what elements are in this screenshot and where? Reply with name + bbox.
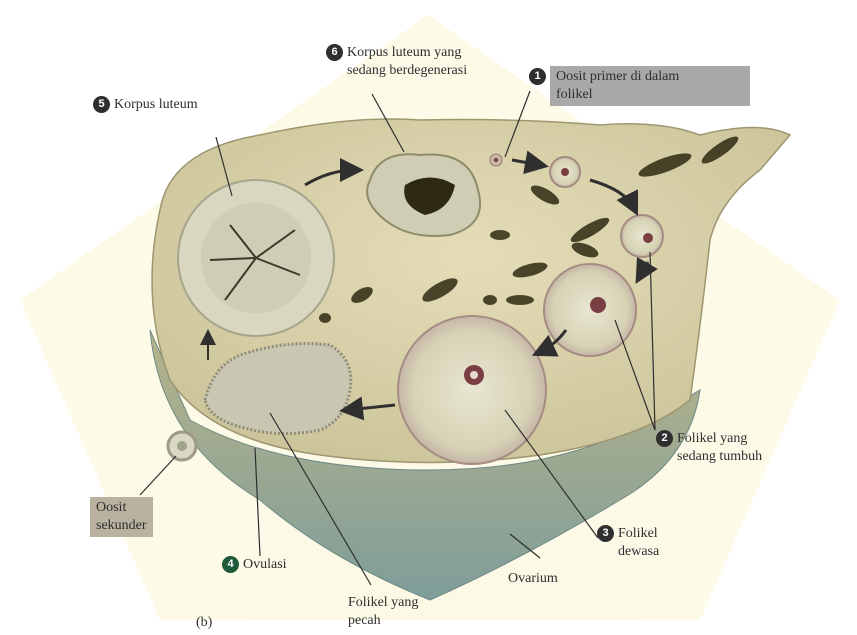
panel-label: (b) bbox=[196, 614, 212, 632]
label-corpus-luteum-text: Korpus luteum bbox=[114, 97, 198, 112]
growing-follicle-large bbox=[544, 264, 636, 356]
label-degenerating-line1: Korpus luteum yang bbox=[347, 45, 461, 60]
label-ruptured-line2: pecah bbox=[348, 612, 418, 630]
badge-5: 5 bbox=[93, 96, 110, 113]
badge-4: 4 bbox=[222, 556, 239, 573]
label-ruptured-follicle: Folikel yang pecah bbox=[348, 594, 418, 630]
label-degenerating-corpus-luteum: 6 Korpus luteum yang sedang berdegenerasi bbox=[326, 44, 467, 80]
growing-follicle-mid bbox=[621, 215, 663, 257]
mature-follicle bbox=[398, 316, 546, 464]
label-growing-line1: Folikel yang bbox=[677, 431, 747, 446]
growing-follicle-small bbox=[550, 157, 580, 187]
label-ovary: Ovarium bbox=[508, 570, 558, 588]
label-mature-line1: Folikel bbox=[618, 526, 658, 541]
label-ruptured-line1: Folikel yang bbox=[348, 594, 418, 612]
label-degenerating-line2: sedang berdegenerasi bbox=[326, 62, 467, 80]
label-primary-oocyte: 1 Oosit primer di dalam folikel bbox=[529, 66, 750, 106]
primary-follicle bbox=[490, 154, 502, 166]
label-ovary-text: Ovarium bbox=[508, 571, 558, 586]
label-corpus-luteum: 5 Korpus luteum bbox=[93, 96, 198, 114]
label-growing-follicle: 2 Folikel yang sedang tumbuh bbox=[656, 430, 762, 466]
label-mature-line2: dewasa bbox=[597, 543, 659, 561]
panel-label-text: (b) bbox=[196, 615, 212, 630]
label-secondary-line2: sekunder bbox=[96, 517, 147, 535]
label-primary-line1: Oosit primer di dalam bbox=[556, 68, 744, 86]
label-primary-line2: folikel bbox=[556, 86, 744, 104]
label-secondary-line1: Oosit bbox=[96, 499, 147, 517]
label-ovulation: 4 Ovulasi bbox=[222, 556, 287, 574]
secondary-oocyte bbox=[168, 432, 196, 460]
label-secondary-oocyte: Oosit sekunder bbox=[90, 497, 153, 537]
badge-1: 1 bbox=[529, 68, 546, 85]
badge-3: 3 bbox=[597, 525, 614, 542]
label-ovulation-text: Ovulasi bbox=[243, 557, 287, 572]
label-mature-follicle: 3 Folikel dewasa bbox=[597, 525, 659, 561]
label-growing-line2: sedang tumbuh bbox=[656, 448, 762, 466]
badge-2: 2 bbox=[656, 430, 673, 447]
badge-6: 6 bbox=[326, 44, 343, 61]
corpus-luteum bbox=[178, 180, 334, 336]
